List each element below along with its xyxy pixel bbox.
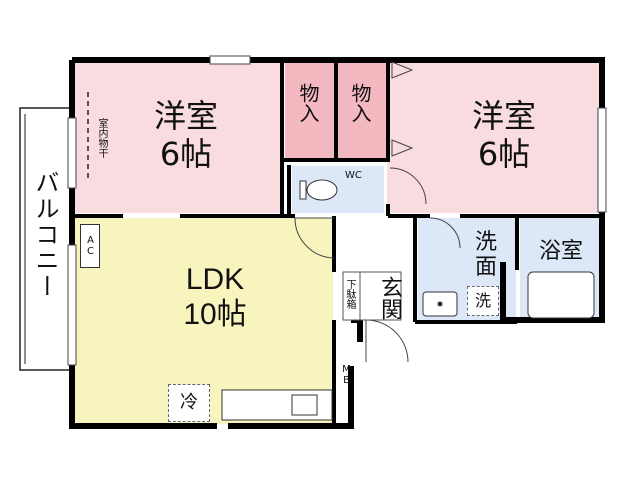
balcony-area xyxy=(19,107,71,371)
meter-box-label: MB xyxy=(341,364,352,386)
kitchen-counter xyxy=(221,389,333,421)
door-swings xyxy=(294,61,461,363)
windows xyxy=(67,55,607,366)
washer-box: 洗 xyxy=(467,286,499,316)
refrigerator-box: 冷 xyxy=(168,384,210,422)
balcony-label: バルコニー xyxy=(31,170,59,300)
washer-label: 洗 xyxy=(474,291,491,310)
toilet-label: WC xyxy=(345,170,362,181)
ldk-size: 10帖 xyxy=(183,298,247,332)
washbasin xyxy=(422,291,458,317)
ldk-room-label: LDK 10帖 xyxy=(165,262,265,333)
exterior-wall xyxy=(69,57,605,429)
storage-left-fill xyxy=(285,63,335,158)
storage-right-label: 物入 xyxy=(348,83,372,123)
toilet-fixture xyxy=(299,179,338,201)
washroom-label: 洗面 xyxy=(474,230,497,281)
air-conditioner-box: AC xyxy=(80,224,100,268)
indoor-drying-label: 室内物干 xyxy=(96,118,107,158)
western-left-fill xyxy=(74,63,284,213)
storage-left-label: 物入 xyxy=(296,83,320,123)
ldk-name: LDK xyxy=(185,263,245,296)
interior-walls xyxy=(72,60,600,428)
western-room-left-size: 6帖 xyxy=(159,135,213,173)
shoe-box-label: 下駄箱 xyxy=(344,279,355,309)
bathroom-label: 浴室 xyxy=(538,239,583,264)
storage-right-fill xyxy=(336,63,386,158)
refrigerator-label: 冷 xyxy=(180,392,198,413)
entrance-area xyxy=(342,271,402,321)
air-conditioner-label: AC xyxy=(85,235,96,257)
bathtub xyxy=(527,271,595,319)
western-room-right-size: 6帖 xyxy=(477,135,531,173)
western-room-left-name: 洋室 xyxy=(153,97,218,135)
entrance-label: 玄関 xyxy=(377,276,402,320)
western-room-right-name: 洋室 xyxy=(471,97,536,135)
